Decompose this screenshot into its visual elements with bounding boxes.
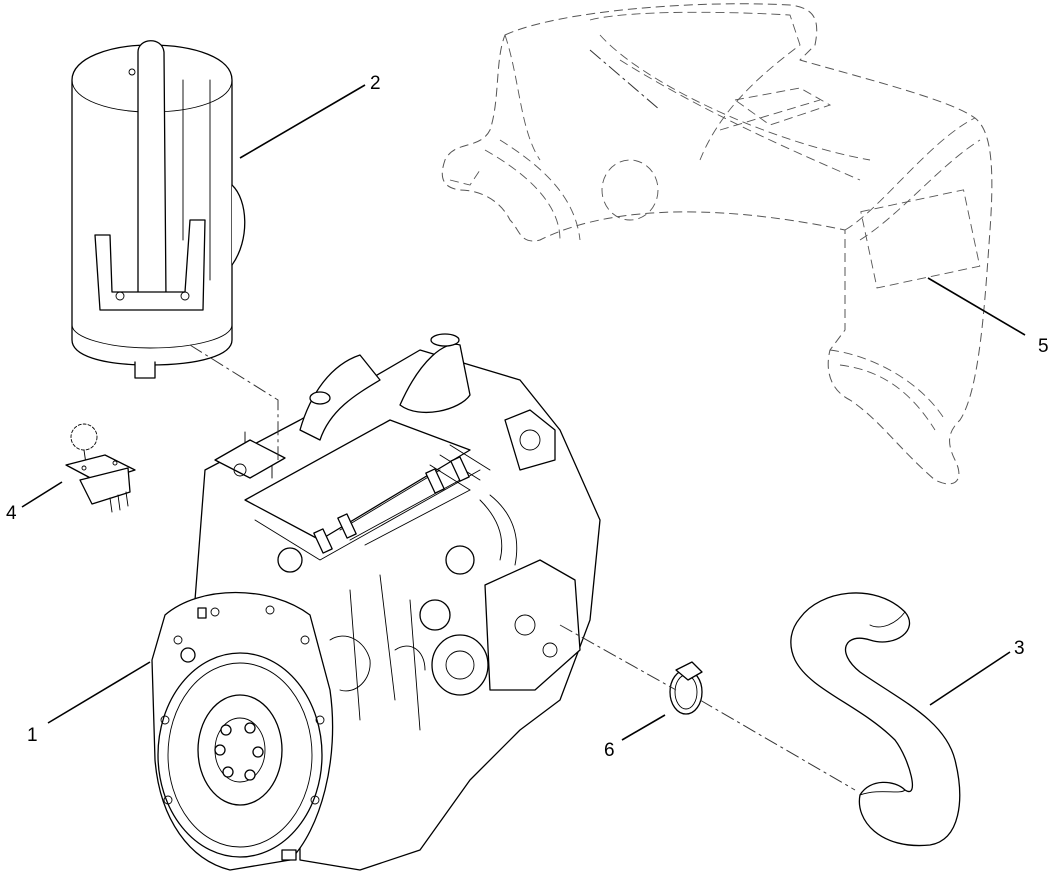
callout-1-label: 1 [27, 725, 38, 746]
clamp-part [669, 661, 703, 715]
switch-part [65, 423, 136, 513]
callout-6-leader [621, 714, 666, 741]
callout-3-leader [929, 651, 1011, 706]
engine-part [151, 333, 601, 871]
callout-2-leader [239, 84, 366, 159]
callout-1-leader [47, 661, 151, 724]
callout-4-label: 4 [6, 503, 17, 524]
callout-3-label: 3 [1014, 638, 1025, 659]
callout-6-label: 6 [604, 740, 615, 761]
muffler-part [71, 40, 246, 379]
hose-part [790, 592, 961, 847]
hood-part [441, 3, 993, 485]
callout-5-leader [927, 277, 1026, 336]
callout-2-label: 2 [370, 73, 381, 94]
callout-5-label: 5 [1038, 336, 1049, 357]
callout-4-leader [21, 481, 63, 508]
